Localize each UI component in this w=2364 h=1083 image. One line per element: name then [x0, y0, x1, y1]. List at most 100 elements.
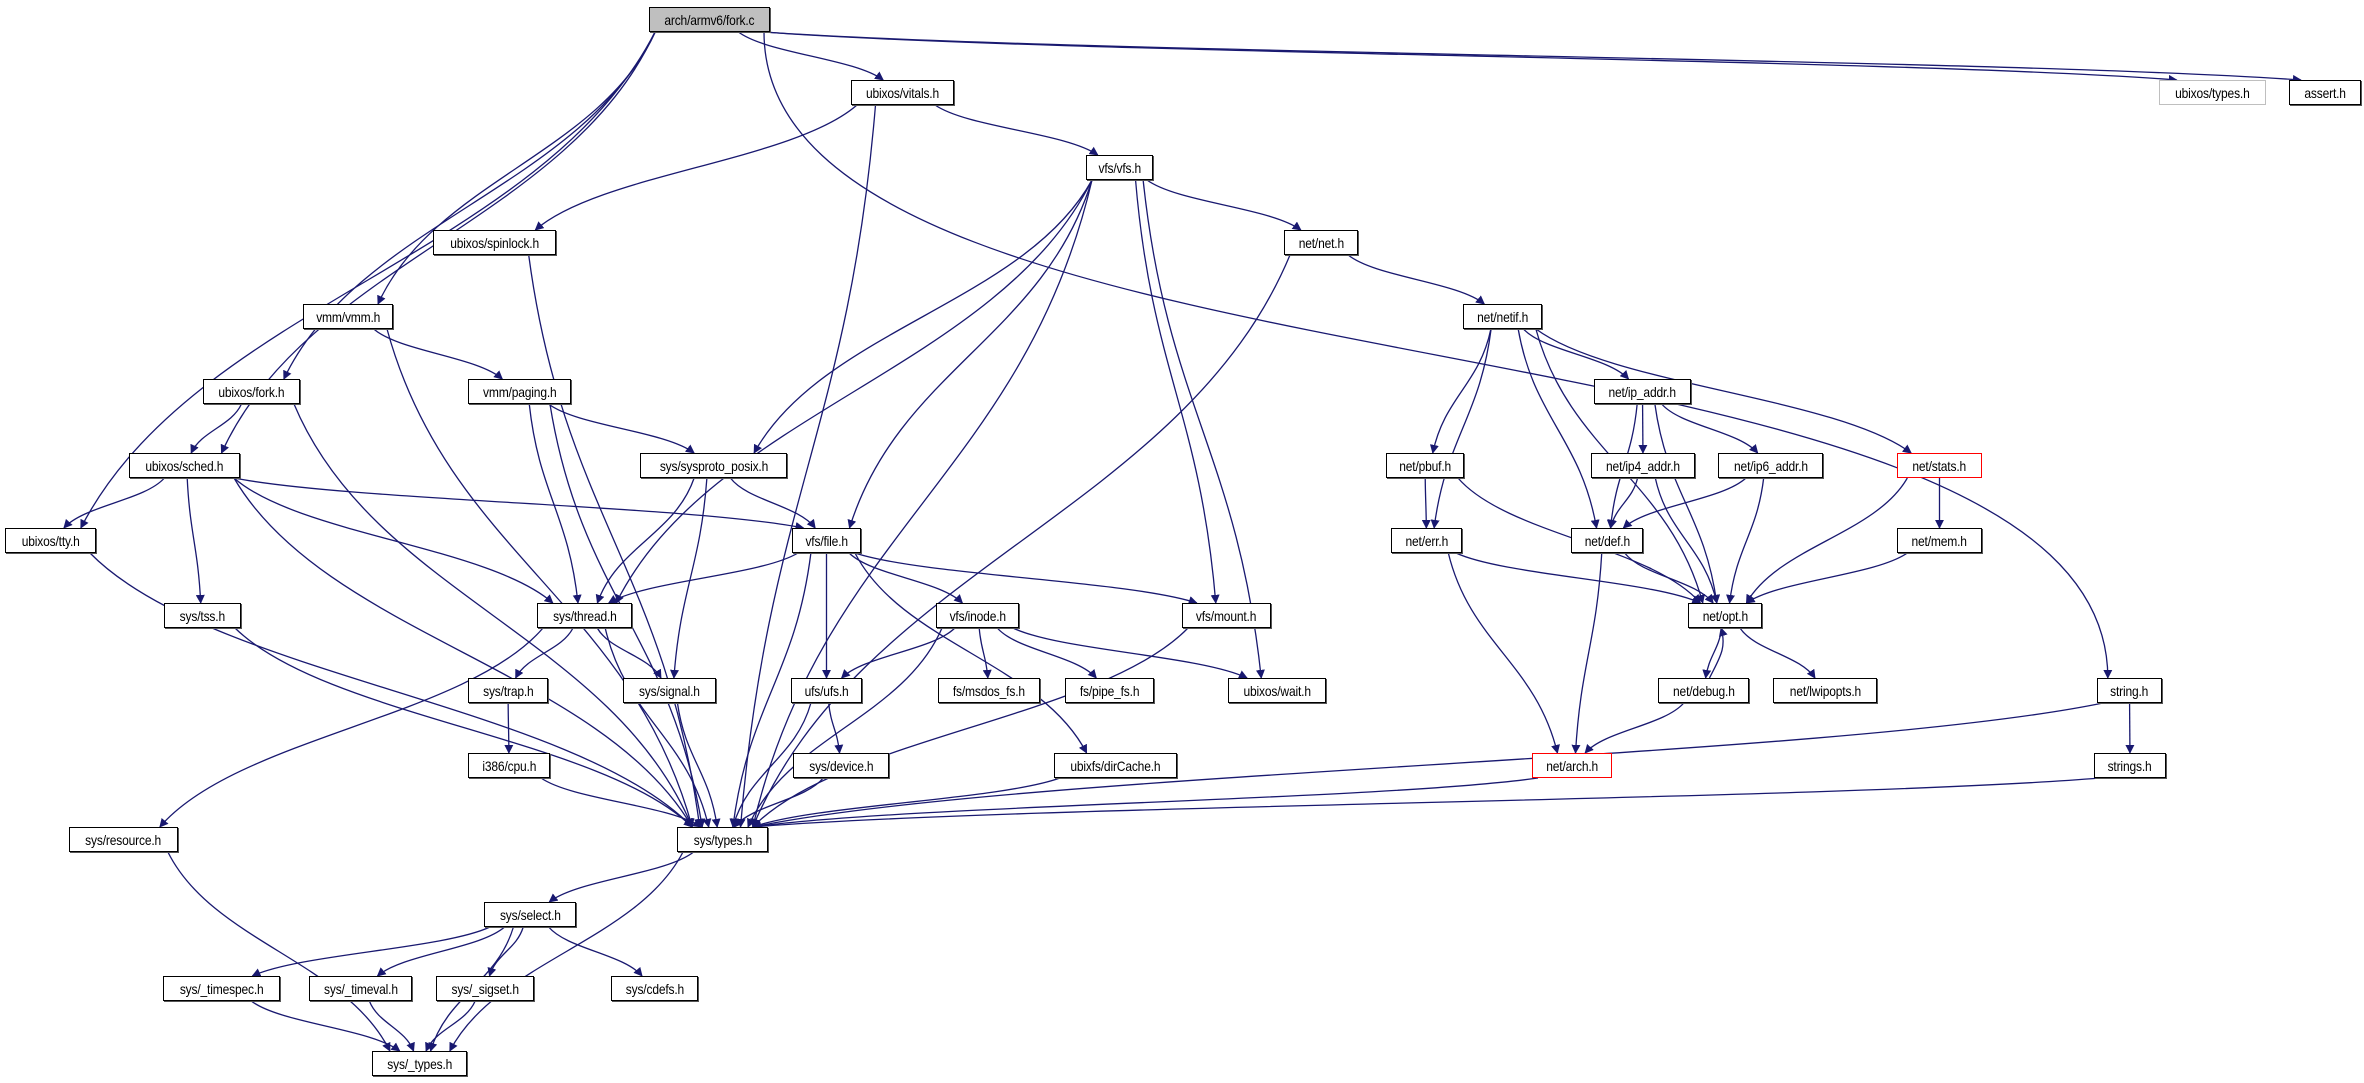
node-pipe-h[interactable]: fs/pipe_fs.h [1065, 678, 1154, 703]
node-ip6-addr-h[interactable]: net/ip6_addr.h [1718, 453, 1823, 478]
edge-vmm-h-to-types-h [386, 328, 695, 828]
node-msdos-h[interactable]: fs/msdos_fs.h [938, 678, 1040, 703]
node-label: sys/_timespec.h [179, 980, 264, 997]
node-wait-h[interactable]: ubixos/wait.h [1228, 678, 1326, 703]
node-assert-h[interactable]: assert.h [2289, 80, 2361, 105]
node-mount-h[interactable]: vfs/mount.h [1182, 603, 1271, 628]
node-ufork-h[interactable]: ubixos/fork.h [203, 379, 300, 404]
edge-thread-h-to-types-h [604, 627, 712, 828]
node-ip4-addr-h[interactable]: net/ip4_addr.h [1591, 453, 1695, 478]
node-opt-h[interactable]: net/opt.h [1688, 603, 1762, 628]
node-thread-h[interactable]: sys/thread.h [537, 603, 632, 628]
edge-netif-h-to-stats-h [1535, 328, 1912, 454]
node-sigset-h[interactable]: sys/_sigset.h [436, 976, 534, 1001]
edge-def-h-to-opt-h [1624, 552, 1714, 604]
edge-sched-h-to-tss-h [186, 477, 205, 604]
edge-vfs-h-to-file-h [847, 179, 1093, 529]
node-tty-h[interactable]: ubixos/tty.h [5, 528, 96, 553]
edge-ip-addr-h-to-opt-h [1654, 403, 1721, 604]
node-cdefs-h[interactable]: sys/cdefs.h [611, 976, 698, 1001]
node-debug-h[interactable]: net/debug.h [1658, 678, 1749, 703]
node-file-h[interactable]: vfs/file.h [792, 528, 861, 553]
node-label: ubixos/tty.h [21, 532, 80, 549]
node-device-h[interactable]: sys/device.h [793, 753, 889, 778]
node-mem-h[interactable]: net/mem.h [1897, 528, 1982, 553]
node-timeval-h[interactable]: sys/_timeval.h [309, 976, 412, 1001]
edge-thread-h-to-resource-h [159, 627, 544, 828]
node-label: net/stats.h [1912, 457, 1967, 474]
edge-pbuf-h-to-err-h [1421, 477, 1431, 529]
node-stats-h[interactable]: net/stats.h [1897, 453, 1982, 478]
edge-ip6-addr-h-to-opt-h [1726, 477, 1765, 604]
edge-fork-c-to-assert-h [763, 31, 2302, 84]
node-pbuf-h[interactable]: net/pbuf.h [1386, 453, 1464, 478]
edge-select-h-to-cdefs-h [548, 926, 643, 977]
node-label: vmm/paging.h [482, 383, 557, 400]
node-label: vmm/vmm.h [315, 308, 380, 325]
node-ip-addr-h[interactable]: net/ip_addr.h [1594, 379, 1691, 404]
node-strings-h[interactable]: strings.h [2094, 753, 2166, 778]
node-lwipopts-h[interactable]: net/lwipopts.h [1773, 678, 1877, 703]
edge-fork-c-to-vmm-h [377, 31, 656, 305]
node-sysproto-h[interactable]: sys/sysproto_posix.h [640, 453, 787, 478]
node-vitals-h[interactable]: ubixos/vitals.h [851, 80, 954, 105]
node-label: net/mem.h [1911, 532, 1968, 549]
node-trap-h[interactable]: sys/trap.h [468, 678, 548, 703]
node-resource-h[interactable]: sys/resource.h [69, 827, 178, 852]
node-label: net/net.h [1298, 234, 1344, 251]
node-types-h[interactable]: sys/types.h [677, 827, 768, 852]
node-arch-h[interactable]: net/arch.h [1532, 753, 1612, 778]
node-vmm-h[interactable]: vmm/vmm.h [303, 304, 393, 329]
node-dircache-h[interactable]: ubixfs/dirCache.h [1054, 753, 1177, 778]
edge-sysproto-h-to-file-h [729, 477, 816, 529]
node-tss-h[interactable]: sys/tss.h [164, 603, 241, 628]
node-label: ubixos/fork.h [218, 383, 285, 400]
node-label: ubixos/sched.h [145, 457, 224, 474]
node-timespec-h[interactable]: sys/_timespec.h [163, 976, 280, 1001]
edge-sysproto-h-to-signal-h [670, 477, 708, 679]
node-err-h[interactable]: net/err.h [1391, 528, 1462, 553]
node-signal-h[interactable]: sys/signal.h [623, 678, 716, 703]
edge-select-h-to-timespec-h [251, 926, 491, 977]
edge-sysproto-h-to-thread-h [595, 477, 695, 604]
node-label: assert.h [2304, 84, 2346, 101]
edge-timeval-h-to--types-h [368, 1000, 415, 1052]
node-sched-h[interactable]: ubixos/sched.h [129, 453, 240, 478]
edge-vfs-h-to-types-h [750, 179, 1093, 828]
node-label: sys/trap.h [482, 682, 534, 699]
node-cpu-h[interactable]: i386/cpu.h [468, 753, 550, 778]
edge-trap-h-to-cpu-h [504, 702, 514, 754]
node--types-h[interactable]: sys/_types.h [372, 1051, 467, 1076]
edge-fork-c-to-ubixos-types-h [763, 31, 2178, 84]
node-label: ubixfs/dirCache.h [1070, 757, 1161, 774]
node-label: vfs/inode.h [949, 607, 1006, 624]
node-string-h[interactable]: string.h [2097, 678, 2162, 703]
node-inode-h[interactable]: vfs/inode.h [936, 603, 1019, 628]
edge-string-h-to-types-h [751, 702, 2104, 830]
node-label: vfs/vfs.h [1098, 159, 1141, 176]
node-net-h[interactable]: net/net.h [1284, 230, 1358, 255]
edge-sched-h-to-tty-h [63, 477, 165, 529]
node-label: ubixos/vitals.h [865, 84, 940, 101]
edge-sched-h-to-types-h [233, 477, 693, 828]
node-spinlock-h[interactable]: ubixos/spinlock.h [433, 230, 556, 255]
edge-select-h-to-sigset-h [487, 926, 524, 977]
node-label: net/ip4_addr.h [1606, 457, 1680, 474]
node-label: ubixos/wait.h [1243, 682, 1311, 699]
node-label: arch/armv6/fork.c [664, 11, 755, 28]
node-paging-h[interactable]: vmm/paging.h [468, 379, 571, 404]
edge-debug-h-to-opt-h [1708, 627, 1728, 679]
node-ufs-h[interactable]: ufs/ufs.h [791, 678, 862, 703]
node-label: net/lwipopts.h [1789, 682, 1861, 699]
node-netif-h[interactable]: net/netif.h [1463, 304, 1542, 329]
edge-fork-c-to-vitals-h [738, 31, 884, 81]
node-ubixos-types-h[interactable]: ubixos/types.h [2159, 80, 2266, 105]
edge-sigset-h-to--types-h [425, 1000, 476, 1052]
node-vfs-h[interactable]: vfs/vfs.h [1086, 155, 1153, 180]
node-select-h[interactable]: sys/select.h [484, 902, 576, 927]
edge-timespec-h-to--types-h [250, 1000, 401, 1052]
node-def-h[interactable]: net/def.h [1571, 528, 1643, 553]
edge-vmm-h-to-paging-h [373, 328, 504, 380]
